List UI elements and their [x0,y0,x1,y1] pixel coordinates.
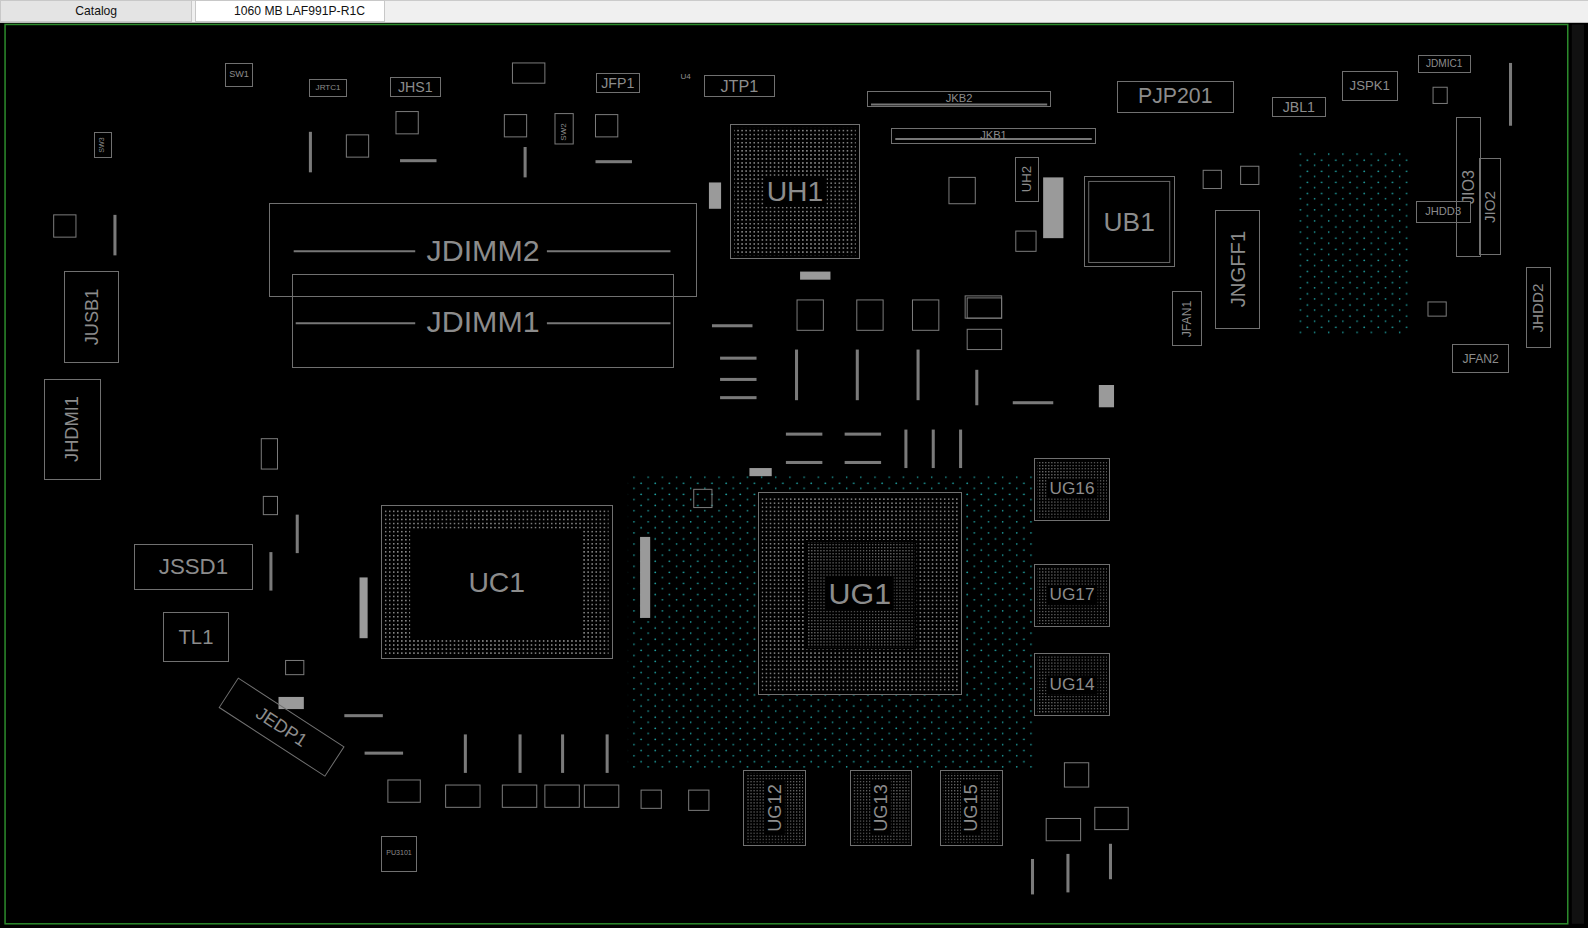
reference-designator: UB1 [1104,209,1155,235]
component-outline: UG14 [1034,653,1110,716]
reference-designator: PU3101 [386,850,412,857]
component-outline: JHDD2 [1526,267,1550,348]
component-outline: JEDP1 [218,677,344,777]
reference-designator: JKB1 [980,130,1007,141]
tab: Catalog [0,0,192,22]
reference-designator: JHDD2 [1531,283,1546,332]
component-outline: JSPK1 [1342,71,1398,101]
component-outline: PU3101 [381,836,417,872]
reference-designator: JIO3 [1460,170,1476,204]
reference-designator: JHS1 [398,80,433,94]
component-outline: UH1 [730,124,860,260]
component-outline: JUSB1 [64,271,120,362]
component-outline: TL1 [163,612,229,663]
reference-designator: UG1 [826,577,894,609]
component-outline: UG1 [758,492,963,695]
component-outline: UB1 [1084,176,1175,267]
component-outline: JBL1 [1272,97,1326,117]
reference-designator: JUSB1 [83,289,101,346]
component-outline: JDIMM1 [292,274,675,367]
component-outline: JNGFF1 [1215,210,1260,330]
component-outline: UG12 [743,770,806,846]
reference-designator: JFAN2 [1462,352,1498,364]
reference-designator: JEDP1 [252,704,309,750]
component-outline: JSSD1 [134,544,254,591]
component-outline: UH2 [1015,157,1039,202]
component-outline: JHS1 [390,77,441,97]
reference-designator: PJP201 [1138,87,1212,108]
reference-designator: JFP1 [601,76,634,90]
reference-designator: UG16 [1047,480,1098,499]
tab-title: 1060 MB LAF991P-R1C [234,5,365,17]
reference-designator: UG13 [871,781,891,835]
component-outline: SW1 [225,63,253,87]
reference-designator: JKB2 [946,94,973,105]
reference-designator: JFAN1 [1181,300,1193,336]
tab-title: Catalog [75,5,117,17]
reference-designator: JDIMM1 [427,306,540,336]
component-outline: UG16 [1034,458,1110,521]
component-outline: UC1 [381,505,613,659]
reference-designator: SW3 [100,137,107,152]
component-outline: UG15 [940,770,1003,846]
reference-designator: UH2 [1020,166,1033,192]
component-outline: JFAN2 [1452,344,1509,372]
component-outline: JDIMM2 [269,203,696,297]
component-outline: JTP1 [704,75,775,97]
reference-designator: JRTC1 [316,84,341,92]
reference-designator: JNGFF1 [1227,231,1247,308]
reference-designator: JHDMI1 [63,396,81,462]
component-outline: JHDD3 [1416,201,1471,223]
reference-designator: JDMIC1 [1426,59,1463,69]
reference-designator: UG17 [1047,586,1098,605]
component-outline: JRTC1 [309,79,347,97]
reference-designator: UG14 [1047,675,1098,694]
component-outline: JDMIC1 [1418,55,1471,73]
reference-designator: JDIMM2 [427,234,540,264]
reference-designator: JHDD3 [1425,206,1461,217]
component-outline: UG17 [1034,564,1110,627]
reference-designator: JSPK1 [1350,79,1390,92]
component-outline: JFP1 [596,73,641,93]
component-outline: PJP201 [1117,81,1233,113]
component-outline: UG13 [850,770,913,846]
part-label: SW2 [560,123,568,141]
reference-designator: JBL1 [1283,100,1315,114]
component-outline: JHDMI1 [44,379,102,480]
component-outline: JKB1 [891,128,1096,144]
reference-designator: TL1 [179,627,214,647]
reference-designator: JTP1 [720,78,758,94]
reference-designator: UG15 [961,781,981,835]
reference-designator: UH1 [764,176,827,206]
reference-designator: UC1 [465,567,528,597]
component-outline: JFAN1 [1172,291,1202,347]
component-outline: JKB2 [867,91,1051,107]
part-label: U4 [680,73,690,81]
reference-designator: SW1 [229,70,249,79]
reference-designator: JIO2 [1482,191,1497,223]
component-outline: SW3 [94,132,112,158]
component-outline: JIO3 [1456,117,1480,257]
reference-designator: JSSD1 [159,556,228,578]
tab: 1060 MB LAF991P-R1C [195,0,384,22]
component-outline: JIO2 [1479,158,1501,255]
reference-designator: UG12 [765,781,785,835]
